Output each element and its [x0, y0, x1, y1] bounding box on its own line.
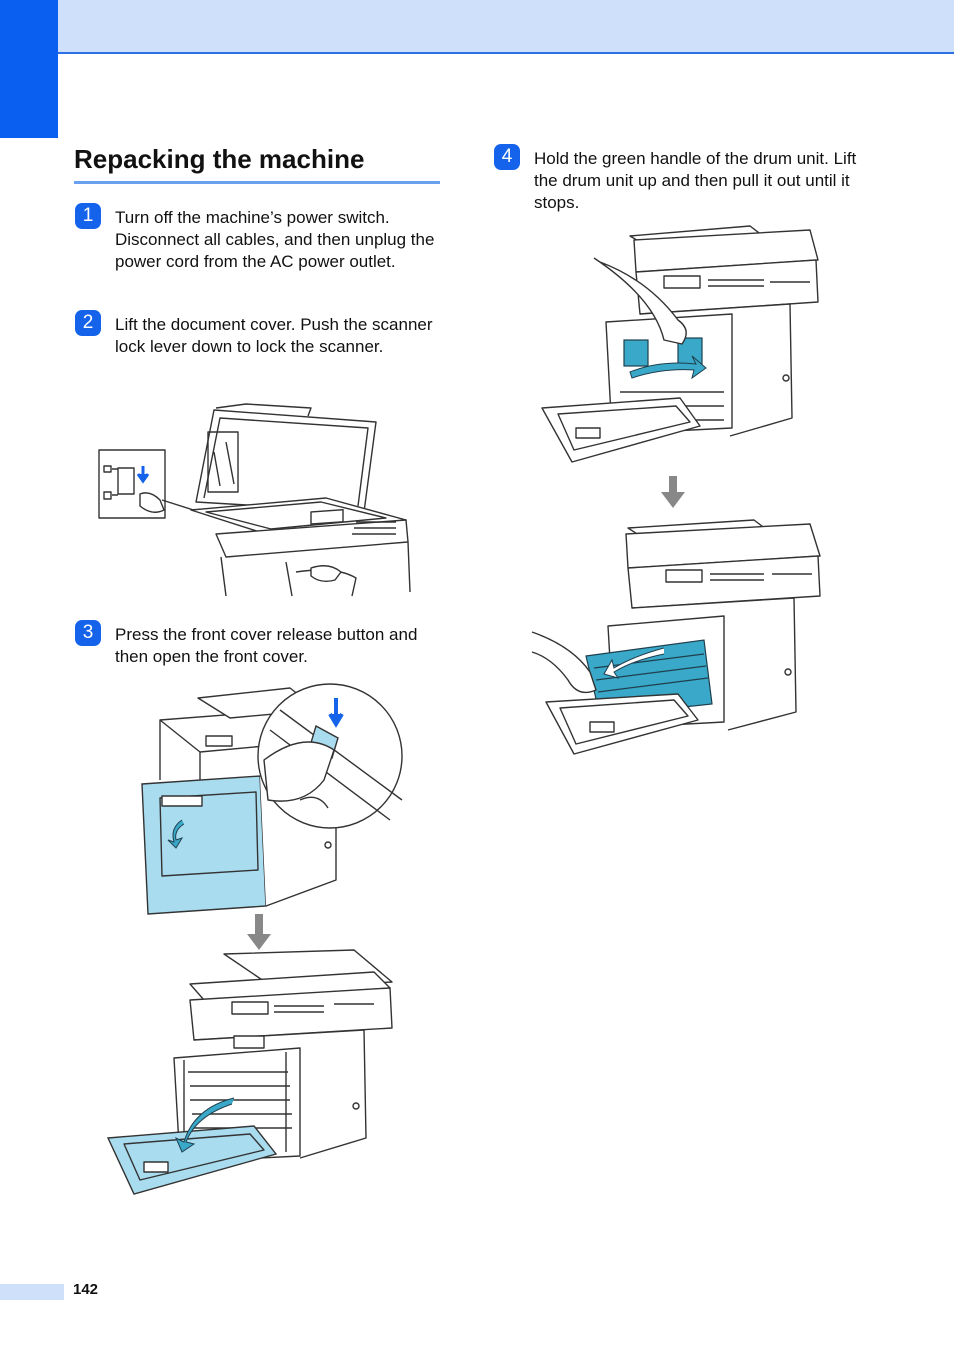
step-3-text: Press the front cover release button and… — [115, 625, 418, 666]
header-band — [0, 0, 954, 54]
footer-bar — [0, 1284, 64, 1300]
section-title: Repacking the machine — [74, 144, 365, 174]
lock-arrow-icon — [136, 466, 150, 484]
step-1-text: Turn off the machine’s power switch. Dis… — [115, 208, 435, 271]
chapter-tab — [0, 0, 58, 138]
step-4-badge: 4 — [494, 144, 520, 170]
drum-pull-illustration — [531, 519, 821, 755]
step-4-text: Hold the green handle of the drum unit. … — [534, 149, 857, 212]
down-arrow-icon — [247, 914, 271, 950]
step-2-text: Lift the document cover. Push the scanne… — [115, 315, 433, 356]
title-underline — [74, 181, 440, 184]
scanner-lock-illustration — [98, 403, 411, 597]
step-1-badge: 1 — [75, 203, 101, 229]
page-number: 142 — [73, 1281, 99, 1298]
down-arrow-icon — [661, 476, 685, 508]
step-2-badge: 2 — [75, 310, 101, 336]
opened-front-cover — [106, 1125, 278, 1195]
front-cover-release-illustration — [141, 683, 403, 915]
front-cover-open-illustration — [106, 949, 393, 1195]
step-3-badge: 3 — [75, 620, 101, 646]
drum-lift-illustration — [541, 225, 819, 463]
